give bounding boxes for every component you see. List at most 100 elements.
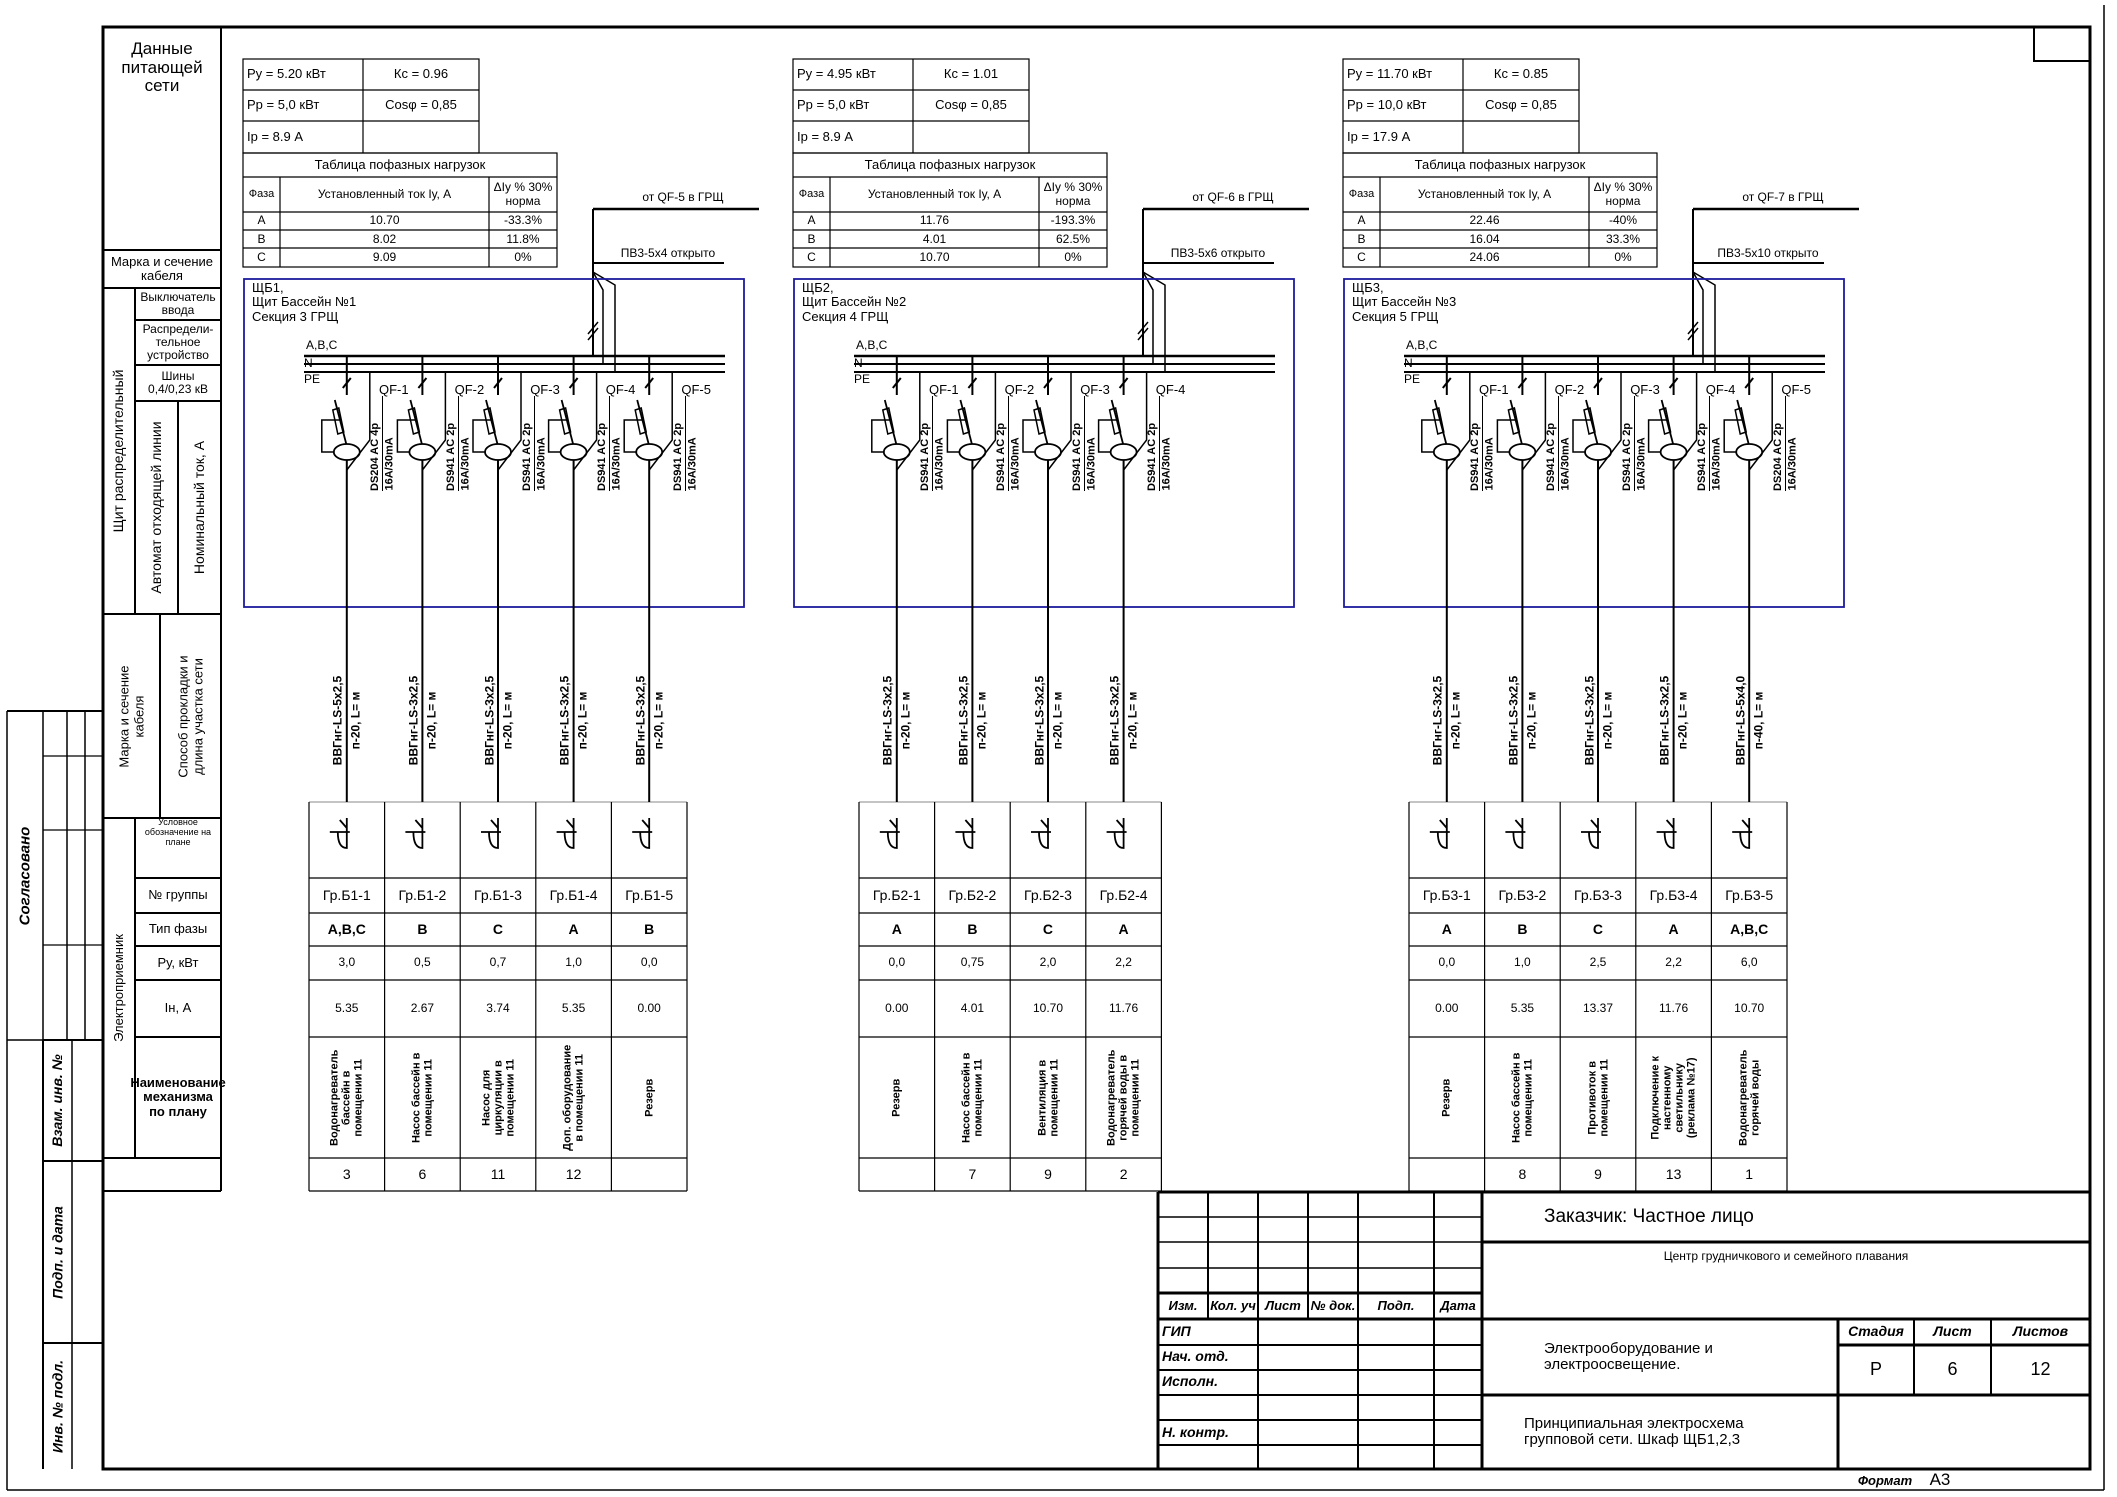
breaker-model: DS941 AC 2p xyxy=(1695,395,1711,491)
feed-cable-label: ПВ3-5х6 открыто xyxy=(1170,246,1266,261)
breaker-tick xyxy=(1043,377,1053,389)
phase-cell: 0% xyxy=(1064,250,1082,264)
breaker-label: QF-4 xyxy=(1155,381,1186,397)
cable-laying-cell: п-20, L= м xyxy=(1449,650,1464,790)
group-mechanism-name-cell: Вентиляция в помещении 11 xyxy=(1010,1040,1086,1155)
feed-n-branch xyxy=(592,271,604,364)
group-phase: B xyxy=(417,920,428,937)
breaker-rating: 16A/30mA xyxy=(1084,436,1097,490)
breaker-label: QF-2 xyxy=(454,381,485,397)
group-number: Гр.Б1-4 xyxy=(549,886,598,903)
group-mechanism-name: Насос бассейн в помещении 11 xyxy=(410,1052,435,1143)
param-kc: Кс = 0.96 xyxy=(393,66,449,82)
group-mechanism-name-cell: Водонагреватель горячей воды xyxy=(1711,1040,1787,1155)
breaker-model-cell: DS204 AC 2p xyxy=(1770,395,1786,491)
dist-panel-label-cell: Щит распределительный xyxy=(103,288,135,614)
breaker-rating: 16A/30mA xyxy=(1559,436,1572,490)
phase-cell: A xyxy=(257,213,266,228)
phase-header: Фаза xyxy=(248,188,275,201)
cable-laying: п-20, L= м xyxy=(1524,691,1539,749)
role-label xyxy=(1158,1395,1258,1420)
cable-mark-cell: ВВГнг-LS-5х2,5 xyxy=(331,650,346,790)
breaker-contact xyxy=(1509,399,1524,447)
phase-cell: A xyxy=(1357,213,1366,228)
cable-laying-cell: п-20, L= м xyxy=(1676,650,1691,790)
rcd-element xyxy=(483,407,496,435)
subject-label: Электрооборудование и электроосвещение. xyxy=(1544,1339,1713,1373)
group-mechanism-name-cell: Насос бассейн в помещении 11 xyxy=(935,1040,1011,1155)
stage-header: Стадия xyxy=(1848,1323,1904,1340)
breaker-model: DS941 AC 2p xyxy=(595,395,611,491)
dist-device-label: Распредели- тельное устройство xyxy=(142,321,214,363)
param-ip: Iр = 8.9 А xyxy=(797,128,854,144)
cable-laying-cell: п-20, L= м xyxy=(1050,650,1065,790)
feed-pe-branch xyxy=(1142,271,1166,372)
breaker-rating-cell: 16A/30mA xyxy=(610,395,624,490)
laying-label: Способ прокладки и длина участка сети xyxy=(175,654,205,778)
group-power: 0,5 xyxy=(414,955,431,970)
breaker-label: QF-1 xyxy=(1478,381,1509,397)
breaker-tick xyxy=(568,377,579,389)
rcd-loop xyxy=(547,419,567,453)
orig-inv-label: Инв. № подл. xyxy=(48,1359,65,1453)
customer-label: Заказчик: Частное лицо xyxy=(1544,1205,1754,1227)
rated-current-label-cell: Номинальный ток, А xyxy=(178,401,221,614)
breaker-rating-cell: 16A/30mA xyxy=(458,395,472,490)
feed-tick xyxy=(587,321,599,341)
cable-laying: п-20, L= м xyxy=(651,691,666,749)
breaker-model-cell: DS941 AC 2p xyxy=(1145,395,1161,491)
group-mechanism-name: Вентиляция в помещении 11 xyxy=(1035,1058,1060,1137)
cable-laying-cell: п-20, L= м xyxy=(424,650,439,790)
pe-return xyxy=(1123,372,1148,471)
phase-cell: 33.3% xyxy=(1605,231,1641,246)
breaker-tick xyxy=(417,377,428,389)
format-label: Формат xyxy=(1857,1472,1913,1488)
rcd-element xyxy=(1507,407,1521,435)
bus-label-n: N xyxy=(304,356,313,371)
pe-return xyxy=(346,372,371,471)
group-mechanism-name: Доп. оборудование в помещении 11 xyxy=(561,1044,586,1151)
group-number: Гр.Б1-3 xyxy=(474,886,522,903)
phase-header: ΔIу % 30% норма xyxy=(493,180,553,208)
bus-label-pe: PE xyxy=(304,372,321,387)
group-mechanism-name-cell: Насос бассейн в помещении 11 xyxy=(1485,1040,1561,1155)
feed-label: от QF-6 в ГРЩ xyxy=(1192,190,1274,205)
replaced-inv-label: Взам. инв. № xyxy=(48,1054,65,1147)
plan-symbol-label: Условное обозначение на плане xyxy=(144,817,212,847)
breaker-label: QF-4 xyxy=(1705,381,1736,397)
rcd-loop xyxy=(623,419,643,453)
plan-symbol-icon xyxy=(1505,818,1526,849)
cable-laying-cell: п-20, L= м xyxy=(576,650,591,790)
breaker-model: DS941 AC 2p xyxy=(918,395,934,491)
rcd-loop xyxy=(321,419,340,453)
panel-title: ЩБ3, Щит Бассейн №3 Секция 5 ГРЩ xyxy=(1352,280,1457,324)
breaker-label: QF-2 xyxy=(1554,381,1585,397)
outgoing-breaker-label: Автомат отходящей линии xyxy=(147,421,164,594)
sheet-frame xyxy=(101,25,2092,1471)
group-plan-number: 1 xyxy=(1745,1165,1754,1182)
phase-table xyxy=(792,152,1108,268)
breaker-contact xyxy=(959,399,974,447)
stage-header: Лист xyxy=(1933,1323,1972,1340)
cable-mark: ВВГнг-LS-3х2,5 xyxy=(1506,675,1521,765)
breaker-tick xyxy=(342,377,352,389)
phase-table-title: Таблица пофазных нагрузок xyxy=(864,156,1036,172)
plan-symbol-icon xyxy=(632,818,653,849)
phase-cell: 4.01 xyxy=(922,231,947,246)
group-current: 0.00 xyxy=(637,1000,661,1015)
plan-symbol-icon xyxy=(879,818,900,849)
group-current: 11.76 xyxy=(1109,1000,1139,1015)
rcd-loop xyxy=(1496,419,1516,453)
phase-header: Установленный ток Iу, А xyxy=(867,186,1002,201)
breaker-rating: 16A/30mA xyxy=(1009,436,1022,490)
breaker-tick xyxy=(1442,377,1452,389)
rcd-element xyxy=(957,407,971,435)
breaker-model: DS941 AC 2p xyxy=(1468,395,1484,491)
param-py: Ру = 5.20 кВт xyxy=(247,66,326,82)
cable-mark-cell: ВВГнг-LS-3х2,5 xyxy=(956,650,971,790)
role-label: Нач. отд. xyxy=(1162,1348,1229,1365)
group-number: Гр.Б3-5 xyxy=(1725,886,1774,903)
cable-laying: п-20, L= м xyxy=(1675,691,1690,749)
breaker-model: DS941 AC 2p xyxy=(1145,395,1161,491)
